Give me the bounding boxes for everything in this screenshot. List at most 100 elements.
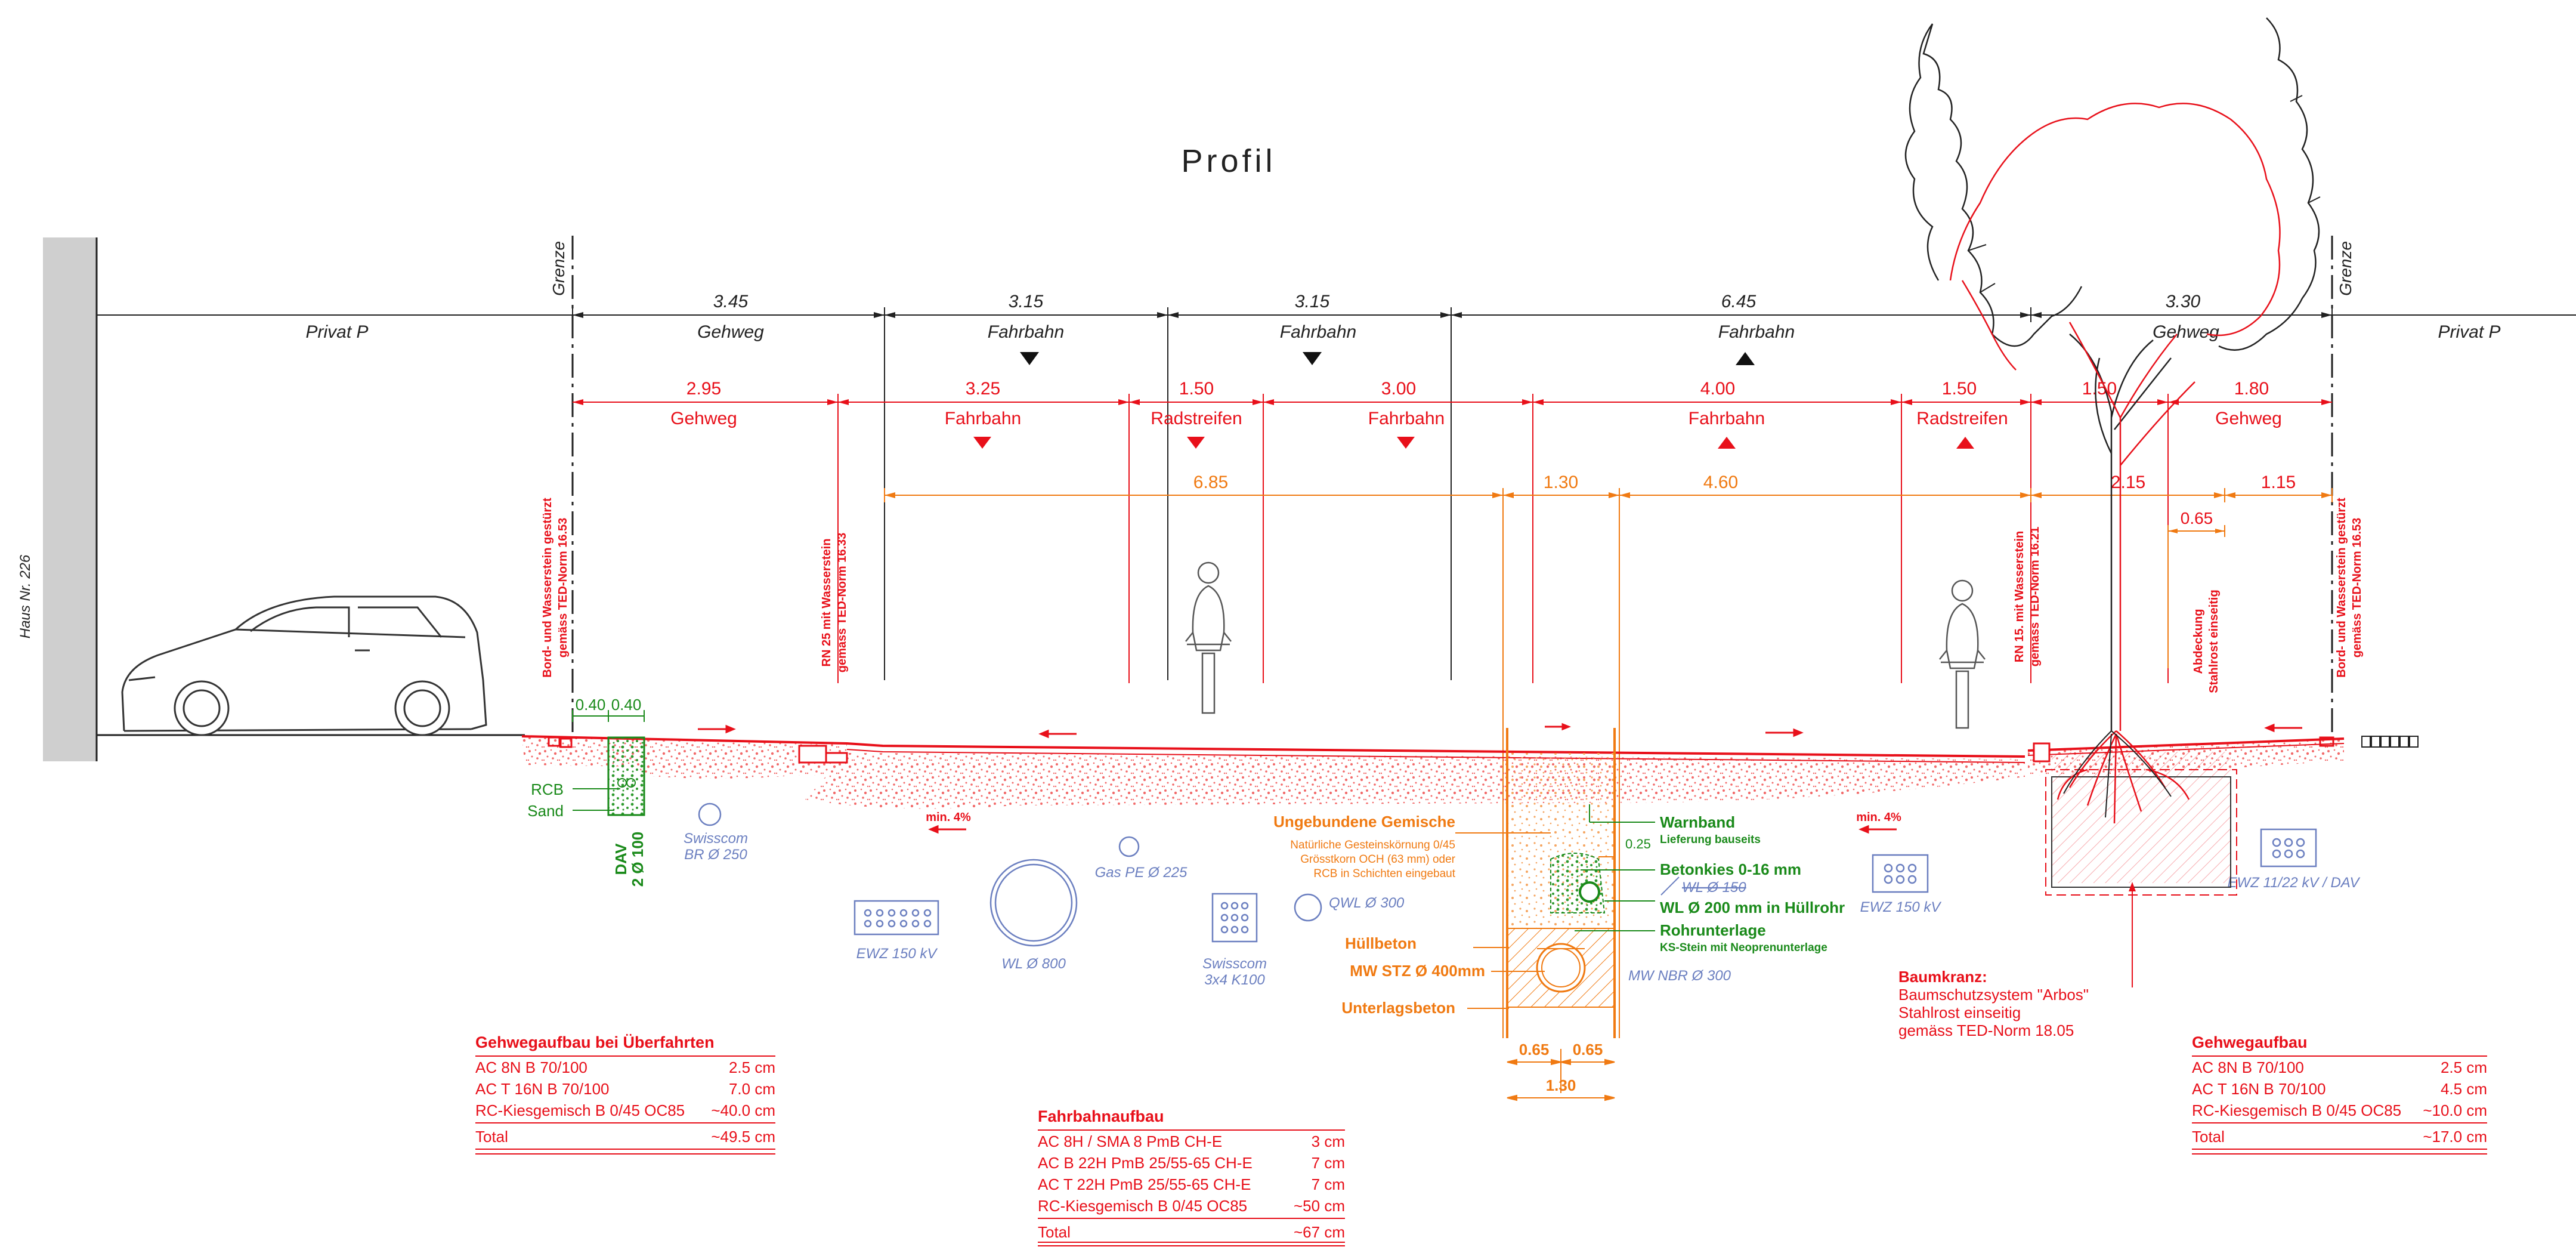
trench-ung-t2: Grösstkorn OCH (63 mm) oder bbox=[1300, 853, 1455, 866]
util-mw-nbr: MW NBR Ø 300 bbox=[1628, 968, 1731, 984]
util-swisscom-k-b: 3x4 K100 bbox=[1204, 972, 1265, 988]
dav-w2: 0.40 bbox=[611, 696, 642, 714]
trench-huellbeton: Hüllbeton bbox=[1345, 934, 1417, 952]
table-left-title: Gehwegaufbau bei Überfahrten bbox=[475, 1033, 715, 1051]
svg-text:~50 cm: ~50 cm bbox=[1294, 1197, 1345, 1215]
svg-text:Total: Total bbox=[1038, 1223, 1071, 1241]
label-red-7: Gehweg bbox=[2215, 409, 2282, 428]
svg-text:AC T 16N B 70/100: AC T 16N B 70/100 bbox=[475, 1080, 610, 1098]
dav-rcb: RCB bbox=[531, 780, 564, 798]
util-wl800: WL Ø 800 bbox=[1001, 956, 1066, 972]
trench-dims bbox=[1507, 856, 1615, 1101]
table-mid: Fahrbahnaufbau AC 8H / SMA 8 PmB CH-E 3 … bbox=[1038, 1107, 1345, 1246]
dim-red-5: 4.00 bbox=[1700, 379, 1735, 399]
svg-text:Bord- und Wasserstein gestürzt: Bord- und Wasserstein gestürzt bbox=[2335, 498, 2348, 678]
svg-text:~40.0 cm: ~40.0 cm bbox=[711, 1101, 775, 1119]
vertical-note-4: Abdeckung Stahlrost einseitig bbox=[2192, 589, 2221, 693]
direction-arrow-down-icon bbox=[1397, 437, 1415, 449]
tree-roots bbox=[2045, 730, 2237, 896]
dav-pipes: 2 Ø 100 bbox=[629, 832, 647, 887]
dim-red-1: 2.95 bbox=[686, 379, 721, 399]
house-wall bbox=[43, 237, 97, 761]
label-black-2: Fahrbahn bbox=[988, 322, 1064, 342]
trench bbox=[1506, 728, 1616, 1093]
svg-text:Total: Total bbox=[475, 1128, 508, 1146]
label-red-5: Fahrbahn bbox=[1689, 409, 1765, 428]
vertical-note-3: RN 15. mit Wasserstein gemäss TED-Norm 1… bbox=[2013, 527, 2042, 667]
trench-ungebunden: Ungebundene Gemische bbox=[1273, 813, 1455, 831]
dim-black-5: 3.30 bbox=[2166, 292, 2201, 311]
trench-ung-t3: RCB in Schichten eingebaut bbox=[1313, 868, 1455, 880]
trench-mw-stz: MW STZ Ø 400mm bbox=[1350, 962, 1485, 980]
utilities bbox=[698, 802, 2317, 947]
trench-w-b: 0.65 bbox=[1573, 1041, 1603, 1058]
dav-sand: Sand bbox=[527, 802, 564, 820]
svg-text:Total: Total bbox=[2192, 1128, 2225, 1146]
svg-text:3 cm: 3 cm bbox=[1312, 1132, 1345, 1150]
dim-black-1: 3.45 bbox=[713, 292, 749, 311]
util-ewz-right: EWZ 11/22 kV / DAV bbox=[2228, 875, 2361, 891]
grenze-left: Grenze bbox=[549, 241, 568, 296]
table-left: Gehwegaufbau bei Überfahrten AC 8N B 70/… bbox=[475, 1033, 775, 1155]
svg-text:AC 8N B 70/100: AC 8N B 70/100 bbox=[475, 1058, 587, 1076]
privat-right: Privat P bbox=[2438, 322, 2500, 342]
direction-arrow-up-icon bbox=[1718, 437, 1736, 449]
svg-text:Bord- und Wasserstein gestürzt: Bord- und Wasserstein gestürzt bbox=[541, 498, 554, 678]
util-swisscom-k-a: Swisscom bbox=[1202, 956, 1267, 972]
util-ewz-left: EWZ 150 kV bbox=[856, 946, 938, 962]
svg-text:Stahlrost einseitig: Stahlrost einseitig bbox=[2207, 589, 2221, 693]
dim-red-7: 1.50 bbox=[2082, 379, 2117, 399]
svg-text:2.5 cm: 2.5 cm bbox=[729, 1058, 775, 1076]
svg-text:Abdeckung: Abdeckung bbox=[2192, 609, 2205, 674]
dav-block bbox=[572, 710, 645, 816]
svg-text:~49.5 cm: ~49.5 cm bbox=[711, 1128, 775, 1146]
svg-text:RN 25 mit Wasserstein: RN 25 mit Wasserstein bbox=[820, 539, 833, 667]
dim-orange-2: 1.30 bbox=[1544, 473, 1578, 492]
label-red-1: Gehweg bbox=[670, 409, 737, 428]
dim-orange-1: 6.85 bbox=[1193, 473, 1228, 492]
baumkranz-l3: gemäss TED-Norm 18.05 bbox=[1898, 1021, 2074, 1039]
car-icon bbox=[121, 595, 487, 736]
dav-label: DAV bbox=[612, 843, 630, 875]
dim-black-2: 3.15 bbox=[1009, 292, 1044, 311]
dim-black-4: 6.45 bbox=[1721, 292, 1756, 311]
dim-orange-sub: 0.65 bbox=[2181, 509, 2213, 527]
trench-wl150: WL Ø 150 bbox=[1682, 879, 1746, 896]
trench-warnband: Warnband bbox=[1660, 813, 1735, 831]
svg-text:~67 cm: ~67 cm bbox=[1294, 1223, 1345, 1241]
util-swisscom-br-b: BR Ø 250 bbox=[684, 847, 747, 863]
trench-rohr-sub: KS-Stein mit Neoprenunterlage bbox=[1660, 942, 1827, 954]
trench-rohrunterlage: Rohrunterlage bbox=[1660, 921, 1766, 939]
label-red-3: Radstreifen bbox=[1151, 409, 1242, 428]
haus-label: Haus Nr. 226 bbox=[17, 554, 33, 638]
trench-w-a: 0.65 bbox=[1519, 1041, 1550, 1058]
cyclist-right-icon bbox=[1939, 579, 1986, 729]
slope-arrows bbox=[698, 723, 2302, 834]
dim-black-3: 3.15 bbox=[1295, 292, 1330, 311]
dim-red-8: 1.80 bbox=[2234, 379, 2269, 399]
direction-arrow-down-icon bbox=[1303, 352, 1322, 365]
trench-d025: 0.25 bbox=[1625, 837, 1651, 851]
road-surface bbox=[521, 735, 2419, 809]
svg-text:gemäss TED-Norm 16.33: gemäss TED-Norm 16.33 bbox=[836, 533, 849, 673]
trench-leaders-left bbox=[1455, 832, 1551, 1009]
svg-text:AC T 22H PmB 25/55-65 CH-E: AC T 22H PmB 25/55-65 CH-E bbox=[1038, 1175, 1251, 1193]
trench-wl200: WL Ø 200 mm in Hüllrohr bbox=[1660, 899, 1845, 916]
table-right: Gehwegaufbau AC 8N B 70/100 2.5 cm AC T … bbox=[2192, 1033, 2487, 1155]
vertical-note-1: Bord- und Wasserstein gestürzt gemäss TE… bbox=[541, 498, 570, 678]
svg-text:RC-Kiesgemisch B 0/45 OC85: RC-Kiesgemisch B 0/45 OC85 bbox=[475, 1101, 685, 1119]
svg-text:AC B 22H PmB 25/55-65 CH-E: AC B 22H PmB 25/55-65 CH-E bbox=[1038, 1154, 1253, 1172]
direction-arrow-down-icon bbox=[1187, 437, 1205, 449]
util-gas: Gas PE Ø 225 bbox=[1095, 865, 1188, 881]
label-black-1: Gehweg bbox=[697, 322, 764, 342]
dim-red-4: 3.00 bbox=[1381, 379, 1416, 399]
dim-orange-3: 4.60 bbox=[1703, 473, 1738, 492]
svg-text:RN 15. mit Wasserstein: RN 15. mit Wasserstein bbox=[2013, 531, 2026, 662]
cyclist-left-icon bbox=[1185, 561, 1232, 714]
tree-icon bbox=[1904, 17, 2321, 731]
svg-text:7.0 cm: 7.0 cm bbox=[729, 1080, 775, 1098]
dim-red-6: 1.50 bbox=[1942, 379, 1977, 399]
table-mid-title: Fahrbahnaufbau bbox=[1038, 1107, 1164, 1125]
page-title: Profil bbox=[1181, 143, 1276, 179]
